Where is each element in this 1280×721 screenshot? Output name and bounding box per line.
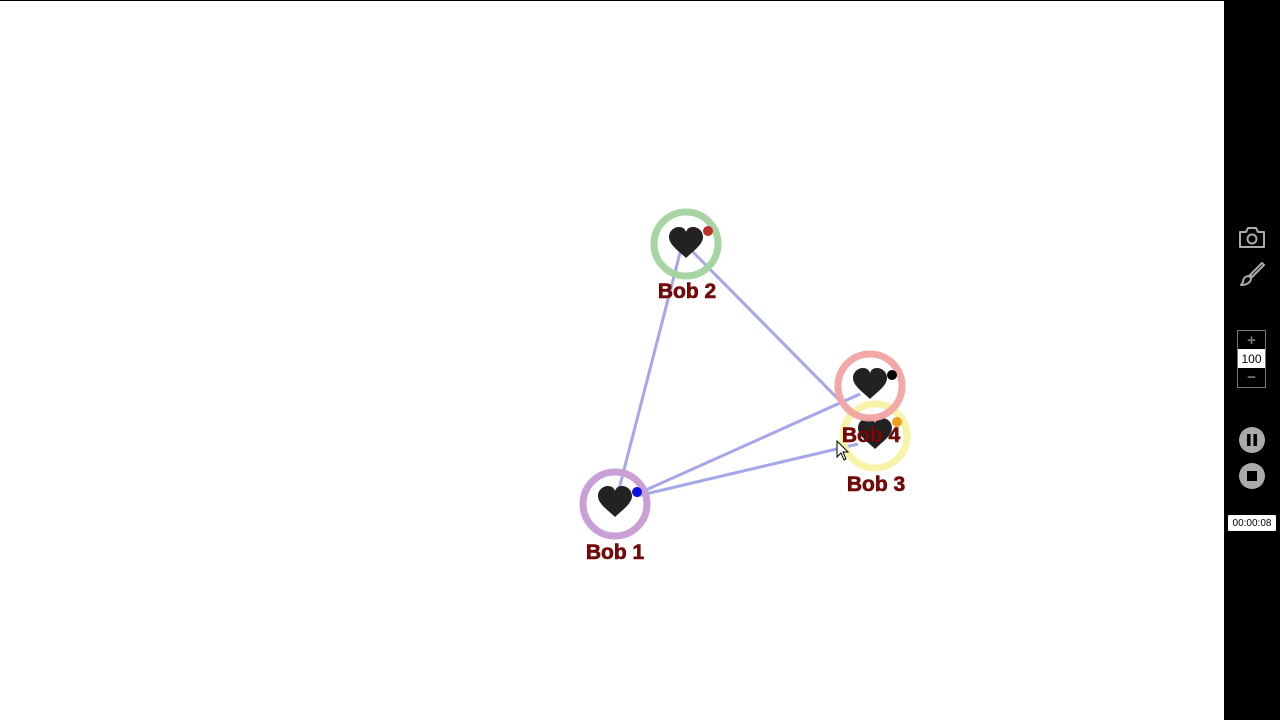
stop-button[interactable] [1224, 462, 1280, 490]
status-dot [632, 487, 642, 497]
node-bob1[interactable]: Bob 1 [579, 468, 651, 564]
graph-svg[interactable]: Bob 2 Bob 3 Bob 4 Bob 1 [0, 1, 1224, 721]
edge-bob1-bob3 [636, 442, 859, 498]
heart-icon [598, 486, 632, 517]
draw-button[interactable] [1224, 260, 1280, 288]
node-ring [650, 208, 722, 280]
pause-button[interactable] [1224, 426, 1280, 454]
screenshot-button[interactable] [1224, 225, 1280, 251]
node-bob4[interactable]: Bob 4 [834, 350, 906, 447]
edge-bob1-bob2 [616, 248, 683, 494]
heart-icon [853, 368, 887, 399]
top-border [0, 0, 1224, 1]
node-ring [834, 350, 906, 422]
node-ring [579, 468, 651, 540]
zoom-in-button[interactable]: + [1247, 331, 1256, 349]
node-bob2[interactable]: Bob 2 [650, 208, 722, 303]
brush-icon [1240, 262, 1265, 286]
edges [616, 247, 861, 498]
status-dot [703, 226, 713, 236]
recording-timer: 00:00:08 [1228, 515, 1276, 531]
node-bob3[interactable]: Bob 3 [839, 400, 911, 496]
node-label: Bob 4 [842, 424, 901, 447]
status-dot [887, 370, 897, 380]
node-label: Bob 1 [586, 541, 645, 564]
heart-icon [858, 418, 892, 449]
edge-bob2-bob4 [688, 247, 850, 411]
zoom-out-button[interactable]: − [1247, 368, 1256, 386]
stop-icon [1239, 463, 1265, 489]
graph-canvas[interactable]: Bob 2 Bob 3 Bob 4 Bob 1 [0, 1, 1224, 720]
node-label: Bob 2 [658, 280, 716, 303]
camera-icon [1239, 227, 1265, 248]
edge-bob1-bob4 [636, 392, 861, 496]
node-ring [839, 400, 911, 472]
node-label: Bob 3 [847, 473, 905, 496]
pause-icon [1239, 427, 1265, 453]
status-dot [892, 417, 902, 427]
heart-icon [669, 227, 703, 258]
zoom-level: 100 [1238, 349, 1265, 368]
mouse-cursor-icon [836, 440, 850, 461]
zoom-control: + 100 − [1237, 330, 1266, 388]
